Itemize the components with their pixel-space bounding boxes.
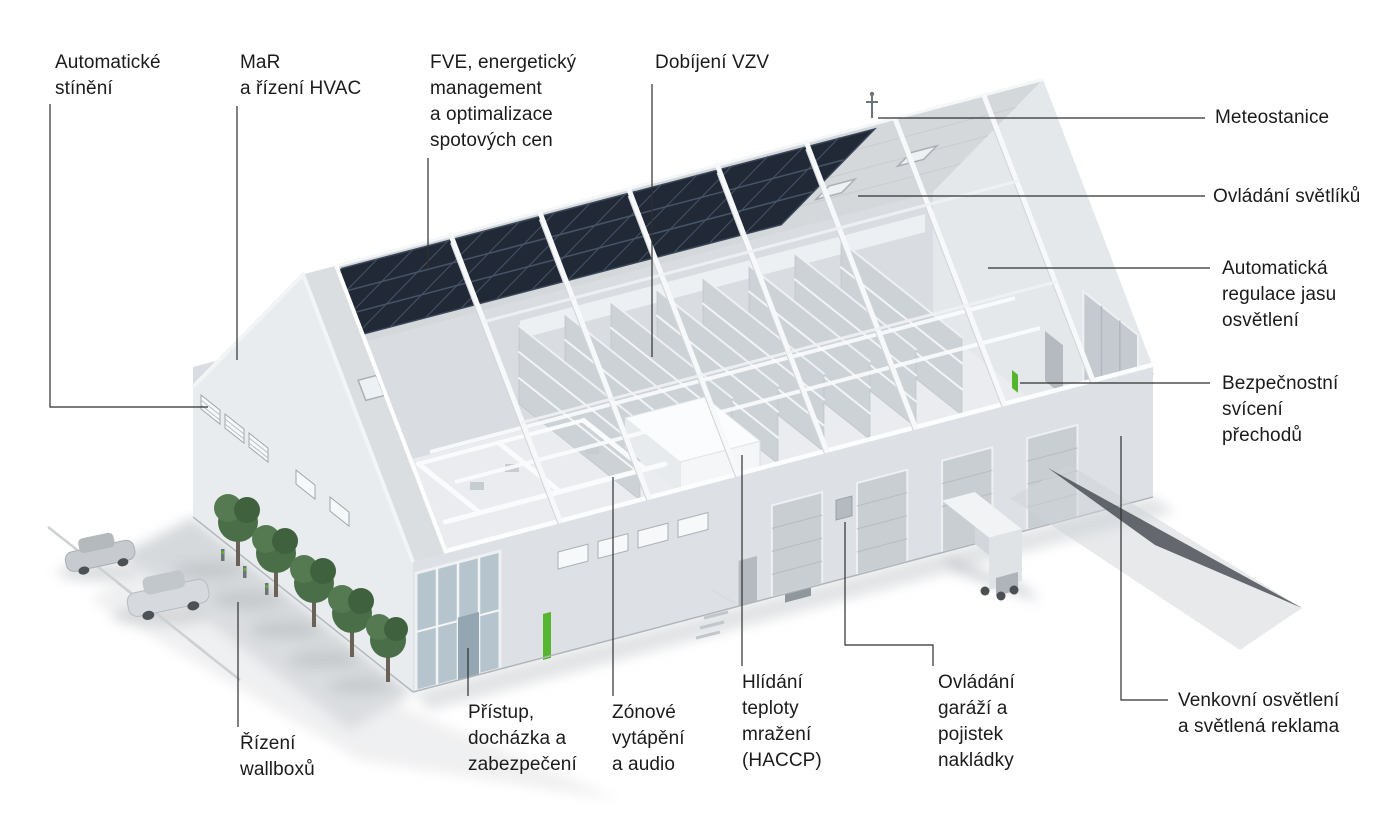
label-automaticke-stineni: Automatické stínění [55,52,161,99]
label-meteostanice: Meteostanice [1215,107,1330,128]
leader-line-automaticke-stineni [49,104,208,408]
green-light-strip-entrance [543,611,551,660]
label-zonove-vytapeni: Zónové vytápění a audio [612,702,685,775]
label-dobijeni-vzv: Dobíjení VZV [655,52,770,73]
tree-icon [290,555,336,627]
office-area [415,417,668,525]
trees [214,494,408,682]
dock-door [856,468,909,577]
label-hlidani-teploty: Hlídání teploty mražení (HACCP) [742,672,822,771]
leader-lines [49,84,1210,727]
exterior-props [47,465,1302,682]
entrance [414,549,502,694]
label-fve: FVE, energetický management a optimaliza… [430,52,577,151]
wallbox-chargers [221,549,269,595]
label-venkovni-osvetleni: Venkovní osvětlení a světlená reklama [1178,690,1340,737]
personnel-door [738,556,757,607]
label-automaticka-regulace: Automatická regulace jasu osvětlení [1222,258,1337,331]
truck [942,492,1022,601]
front-wall [412,367,1154,694]
lighting-rails [429,296,1041,484]
label-ovladani-garazi: Ovládání garáží a pojistek nakládky [938,672,1015,771]
car [126,570,210,620]
interior-small-door [1045,331,1063,396]
entrance-door [458,612,479,681]
label-rizeni-wallboxu: Řízení wallboxů [240,733,315,780]
label-pristup: Přístup, docházka a zabezpečení [468,702,577,775]
tree-icon [214,494,260,566]
green-light-crossing [1012,370,1018,393]
roof-trusses [441,92,1158,561]
front-roof-strip [303,264,449,562]
gable-windows [295,468,350,528]
parking [47,526,269,681]
clerestory-band [520,214,925,339]
leader-line-garaze [844,522,934,666]
ramp-shadow [1048,468,1302,608]
tree-icon [328,585,374,657]
dock-ramp [1010,465,1302,650]
roof [193,78,1044,387]
dock-stairs [695,589,737,640]
electrical-panel [835,495,853,521]
solar-array [245,127,878,366]
label-bezpecnostni-sviceni: Bezpečnostní svícení přechodů [1222,373,1339,446]
purlins [482,179,1057,424]
leader-line-venkovni [1120,436,1168,701]
ridge-trim [335,78,1044,268]
tree-icon [366,614,408,682]
left-gable-wall [191,270,415,693]
weather-station-mast [866,91,878,118]
tree-icon [252,525,298,597]
label-mar-hvac: MaR a řízení HVAC [240,52,362,99]
car [64,532,136,575]
label-ovladani-svetliku: Ovládání světlíků [1213,186,1361,207]
shaded-windows [200,393,269,464]
